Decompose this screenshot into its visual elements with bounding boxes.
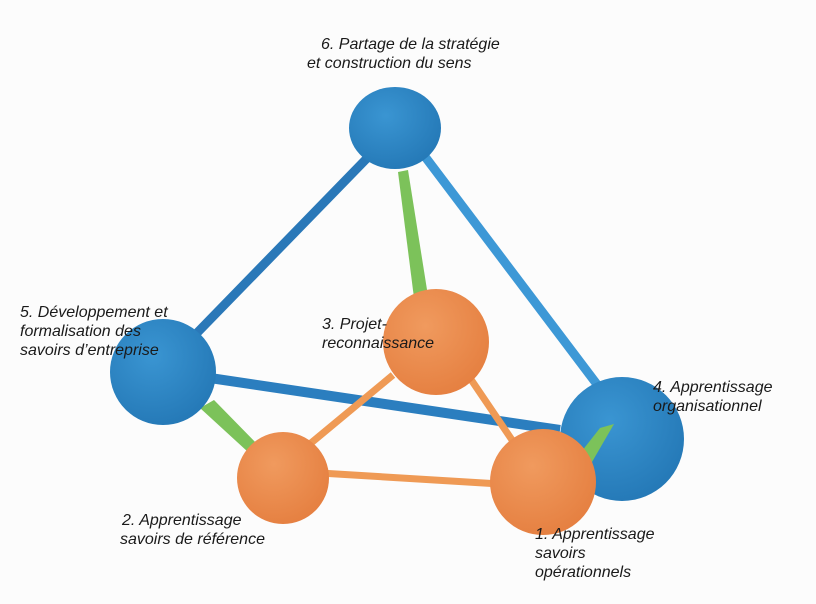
label-node-5: 5. Développement et formalisation des sa… [20, 303, 168, 360]
label-line: opérationnels [535, 564, 632, 581]
connector-5-2 [200, 400, 258, 452]
node-1 [490, 429, 596, 535]
label-line: formalisation des [20, 323, 141, 340]
label-line: 5. Développement et [20, 304, 168, 321]
label-line: savoirs de référence [120, 531, 265, 548]
label-line: 1. Apprentissage [535, 526, 655, 543]
label-node-1: 1. Apprentissage savoirs opérationnels [535, 525, 654, 582]
label-line: savoirs [535, 545, 586, 562]
edge-2-1 [319, 469, 501, 488]
label-line: 6. Partage de la stratégie [321, 36, 500, 53]
node-5 [110, 319, 216, 425]
label-line: savoirs d’entreprise [20, 342, 159, 359]
label-line: 4. Apprentissage [653, 379, 773, 396]
label-node-2: 2. Apprentissage savoirs de référence [120, 511, 265, 549]
node-6 [349, 87, 441, 169]
edge-6-5 [191, 146, 379, 339]
node-3 [383, 289, 489, 395]
label-line: organisationnel [653, 398, 762, 415]
label-line: et construction du sens [307, 55, 472, 72]
edge-3-2 [302, 372, 396, 451]
label-line: reconnaissance [322, 335, 435, 352]
edge-6-4 [416, 147, 609, 398]
connector-6-3 [398, 170, 428, 298]
label-line: 2. Apprentissage [122, 512, 242, 529]
label-node-6: 6. Partage de la stratégie et constructi… [307, 35, 500, 73]
edge-3-1 [467, 376, 515, 442]
label-node-4: 4. Apprentissage organisationnel [653, 378, 772, 416]
label-line: 3. Projet- [322, 316, 387, 333]
node-2 [237, 432, 329, 524]
label-node-3: 3. Projet- reconnaissance [322, 315, 434, 353]
